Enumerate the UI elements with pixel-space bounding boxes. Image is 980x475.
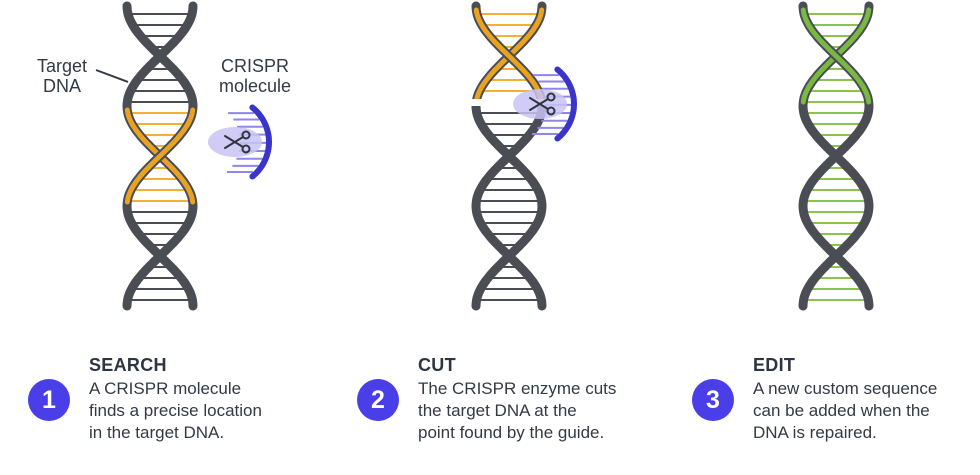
crispr-molecule-search bbox=[208, 104, 273, 180]
target-dna-pointer bbox=[95, 69, 129, 83]
step-cut: 2 CUT The CRISPR enzyme cuts the target … bbox=[357, 355, 657, 465]
step-description-line: point found by the guide. bbox=[418, 423, 605, 442]
step-title: SEARCH bbox=[89, 355, 167, 375]
step-description-line: DNA is repaired. bbox=[753, 423, 877, 442]
step-description-line: finds a precise location bbox=[89, 401, 262, 420]
step-title: CUT bbox=[418, 355, 456, 375]
step-description-line: in the target DNA. bbox=[89, 423, 225, 442]
step-description-line: can be added when the bbox=[753, 401, 930, 420]
step-number-badge: 1 bbox=[28, 379, 70, 421]
step-description-line: the target DNA at the bbox=[418, 401, 577, 420]
target-dna-label-line-2: DNA bbox=[42, 76, 81, 96]
step-title: EDIT bbox=[753, 355, 796, 375]
dna-helix-search bbox=[122, 1, 198, 311]
crispr-molecule-label-line-1: CRISPR bbox=[220, 56, 289, 76]
step-number-badge: 3 bbox=[692, 379, 734, 421]
dna-backbone-strand bbox=[471, 1, 547, 311]
step-search: 1 SEARCH A CRISPR molecule finds a preci… bbox=[28, 355, 328, 465]
dna-target-strand-highlight bbox=[473, 7, 545, 105]
crispr-guide-strand bbox=[249, 104, 273, 180]
crispr-guide-strand bbox=[554, 66, 578, 142]
step-description-line: The CRISPR enzyme cuts bbox=[418, 379, 617, 398]
step-description-line: A CRISPR molecule bbox=[89, 379, 242, 398]
dna-cut-gap bbox=[466, 99, 552, 106]
step-description: A CRISPR molecule finds a precise locati… bbox=[89, 378, 262, 444]
step-description: A new custom sequence can be added when … bbox=[753, 378, 937, 444]
step-edit: 3 EDIT A new custom sequence can be adde… bbox=[692, 355, 977, 465]
scissors-icon bbox=[224, 130, 251, 154]
dna-helix-cut bbox=[466, 1, 552, 311]
crispr-molecule-cut bbox=[513, 66, 578, 142]
dna-target-strand-highlight bbox=[800, 7, 872, 105]
dna-target-strand-highlight bbox=[124, 107, 196, 205]
step-number-badge: 2 bbox=[357, 379, 399, 421]
scissors-icon bbox=[529, 92, 556, 116]
crispr-diagram bbox=[95, 1, 874, 311]
dna-helix-edit bbox=[798, 1, 874, 311]
crispr-molecule-label: CRISPR molecule bbox=[200, 56, 310, 96]
target-dna-label: Target DNA bbox=[22, 56, 102, 96]
crispr-molecule-label-line-2: molecule bbox=[218, 76, 292, 96]
dna-backbone-strand bbox=[798, 1, 874, 311]
target-dna-label-line-1: Target bbox=[36, 56, 88, 76]
step-description: The CRISPR enzyme cuts the target DNA at… bbox=[418, 378, 616, 444]
step-description-line: A new custom sequence bbox=[753, 379, 938, 398]
